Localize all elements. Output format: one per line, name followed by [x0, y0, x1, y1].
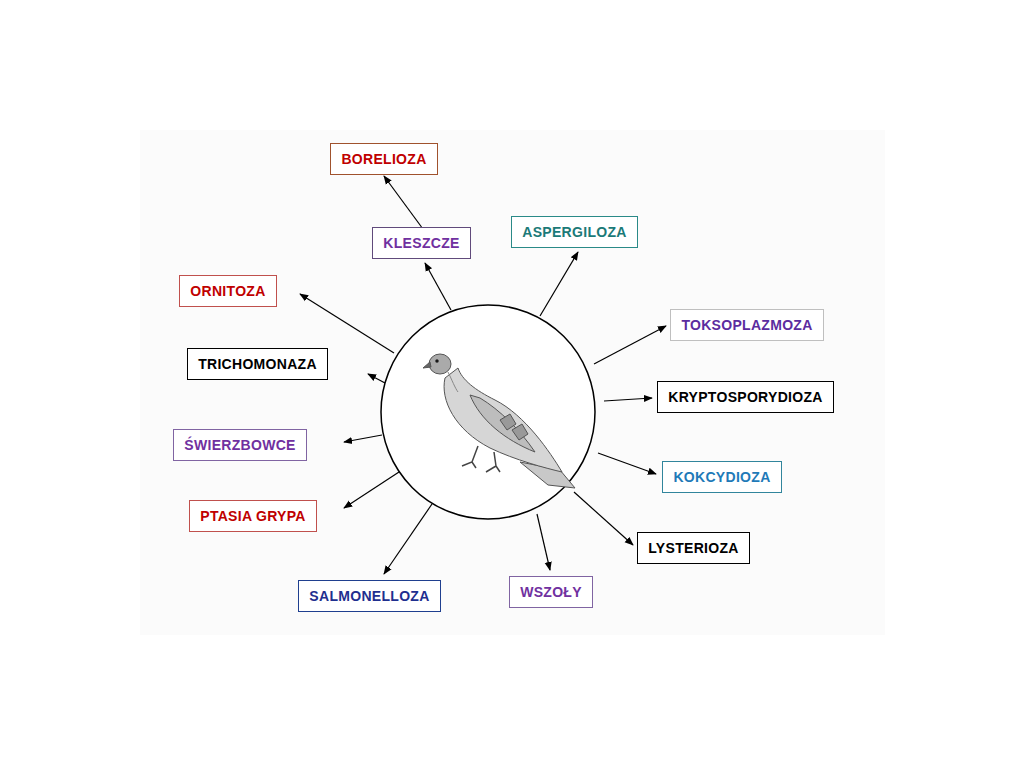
disease-name: PTASIA GRYPA [200, 508, 306, 524]
disease-box: WSZOŁY [509, 576, 593, 608]
disease-name: SALMONELLOZA [309, 588, 429, 604]
disease-name: KRYPTOSPORYDIOZA [668, 389, 822, 405]
disease-box: TRICHOMONAZA [187, 348, 328, 380]
disease-name: BORELIOZA [341, 151, 426, 167]
disease-name: KOKCYDIOZA [673, 469, 770, 485]
disease-name: TOKSOPLAZMOZA [681, 317, 812, 333]
disease-box: TOKSOPLAZMOZA [670, 309, 824, 341]
disease-name: LYSTERIOZA [648, 540, 738, 556]
disease-name: ŚWIERZBOWCE [184, 437, 295, 453]
center-circle [381, 305, 595, 519]
arrow-connector [384, 176, 422, 227]
background-panel [140, 130, 885, 635]
disease-name: ORNITOZA [190, 283, 265, 299]
disease-name: WSZOŁY [520, 584, 582, 600]
pigeon-drawing [423, 354, 575, 488]
disease-box: KOKCYDIOZA [662, 461, 782, 493]
disease-box: ŚWIERZBOWCE [173, 429, 307, 461]
disease-box: LYSTERIOZA [637, 532, 750, 564]
disease-name: ASPERGILOZA [522, 224, 626, 240]
disease-box: ASPERGILOZA [511, 216, 638, 248]
disease-name: TRICHOMONAZA [198, 356, 317, 372]
disease-box: KLESZCZE [372, 227, 471, 259]
leader-arrows [300, 252, 666, 574]
disease-box: PTASIA GRYPA [189, 500, 317, 532]
disease-box: ORNITOZA [179, 275, 277, 307]
disease-box: BORELIOZA [330, 143, 438, 175]
disease-box: KRYPTOSPORYDIOZA [657, 381, 834, 413]
disease-name: KLESZCZE [383, 235, 459, 251]
disease-box: SALMONELLOZA [298, 580, 441, 612]
